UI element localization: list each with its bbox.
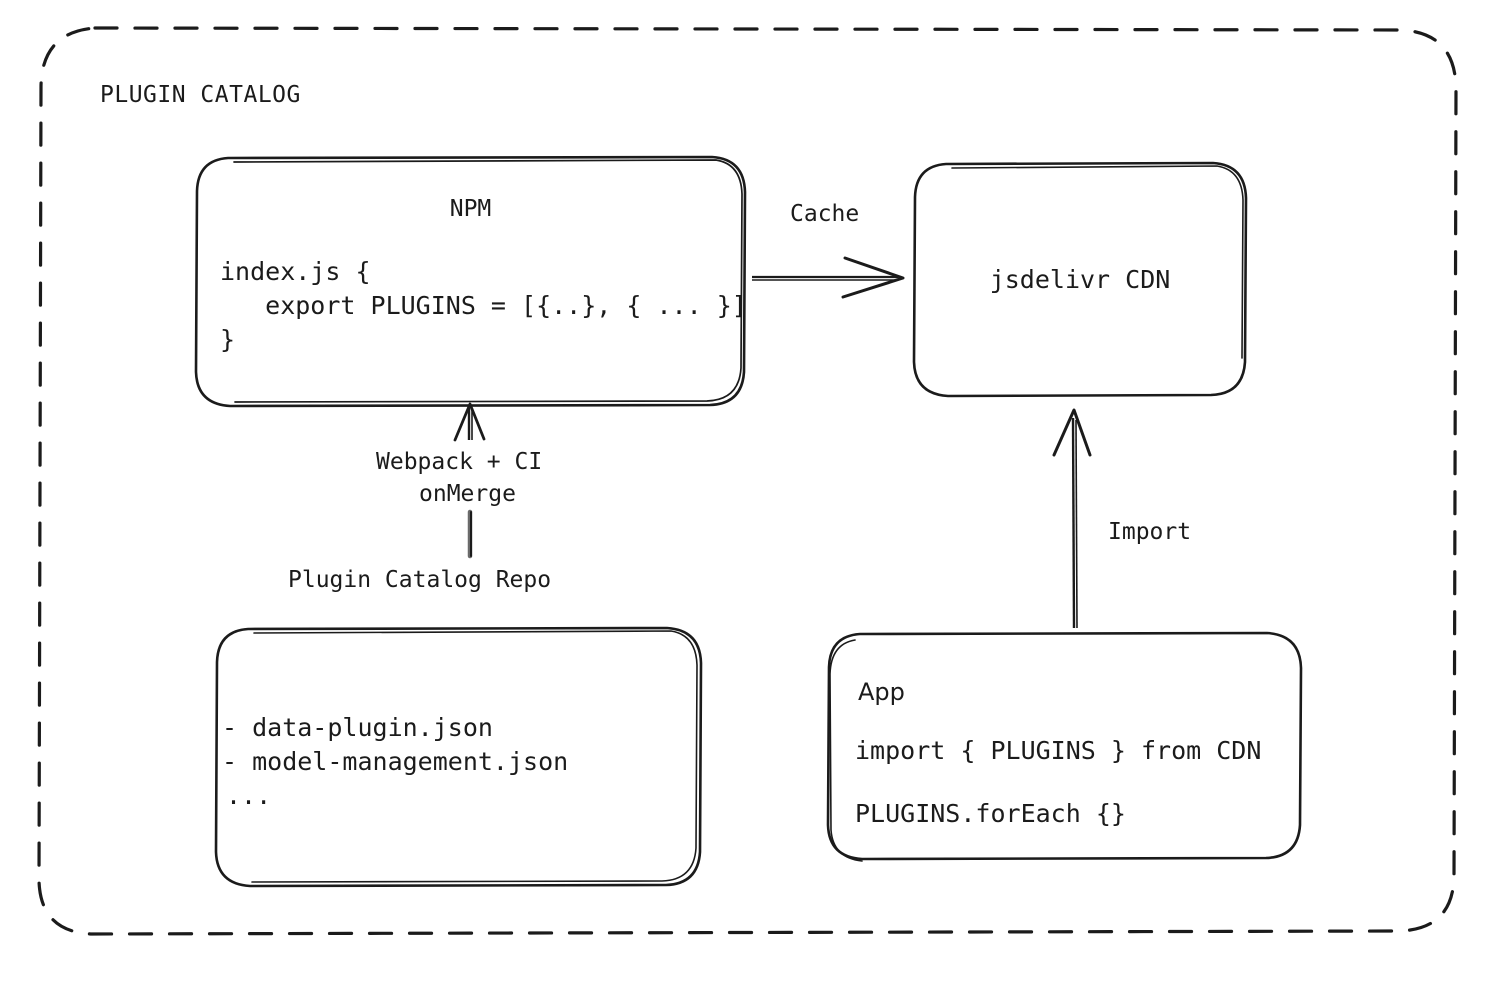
edge-label-webpack-ci: Webpack + CI [376,449,543,475]
npm-code-line-3: } [220,325,236,354]
edge-label-cache: Cache [790,201,860,227]
cdn-box-title: jsdelivr CDN [989,265,1171,294]
edge-label-import: Import [1108,519,1192,545]
app-box-title: App [858,678,905,706]
repo-caption: Plugin Catalog Repo [288,567,552,593]
repo-line-3: ... [226,781,272,810]
arrow-repo-to-npm [453,402,486,559]
repo-line-2: - model-management.json [222,747,569,776]
npm-code-line-1: index.js { [220,257,371,286]
app-code-line-2: PLUGINS.forEach {} [855,799,1126,828]
repo-line-1: - data-plugin.json [222,713,493,742]
arrow-npm-to-cdn [752,256,905,299]
edge-label-onmerge: onMerge [419,481,516,507]
group-title: PLUGIN CATALOG [100,82,301,108]
npm-code-line-2: export PLUGINS = [{..}, { ... }] [220,291,747,320]
app-code-line-1: import { PLUGINS } from CDN [855,736,1262,765]
arrow-app-to-cdn [1052,408,1092,629]
npm-box-title: NPM [449,196,492,222]
